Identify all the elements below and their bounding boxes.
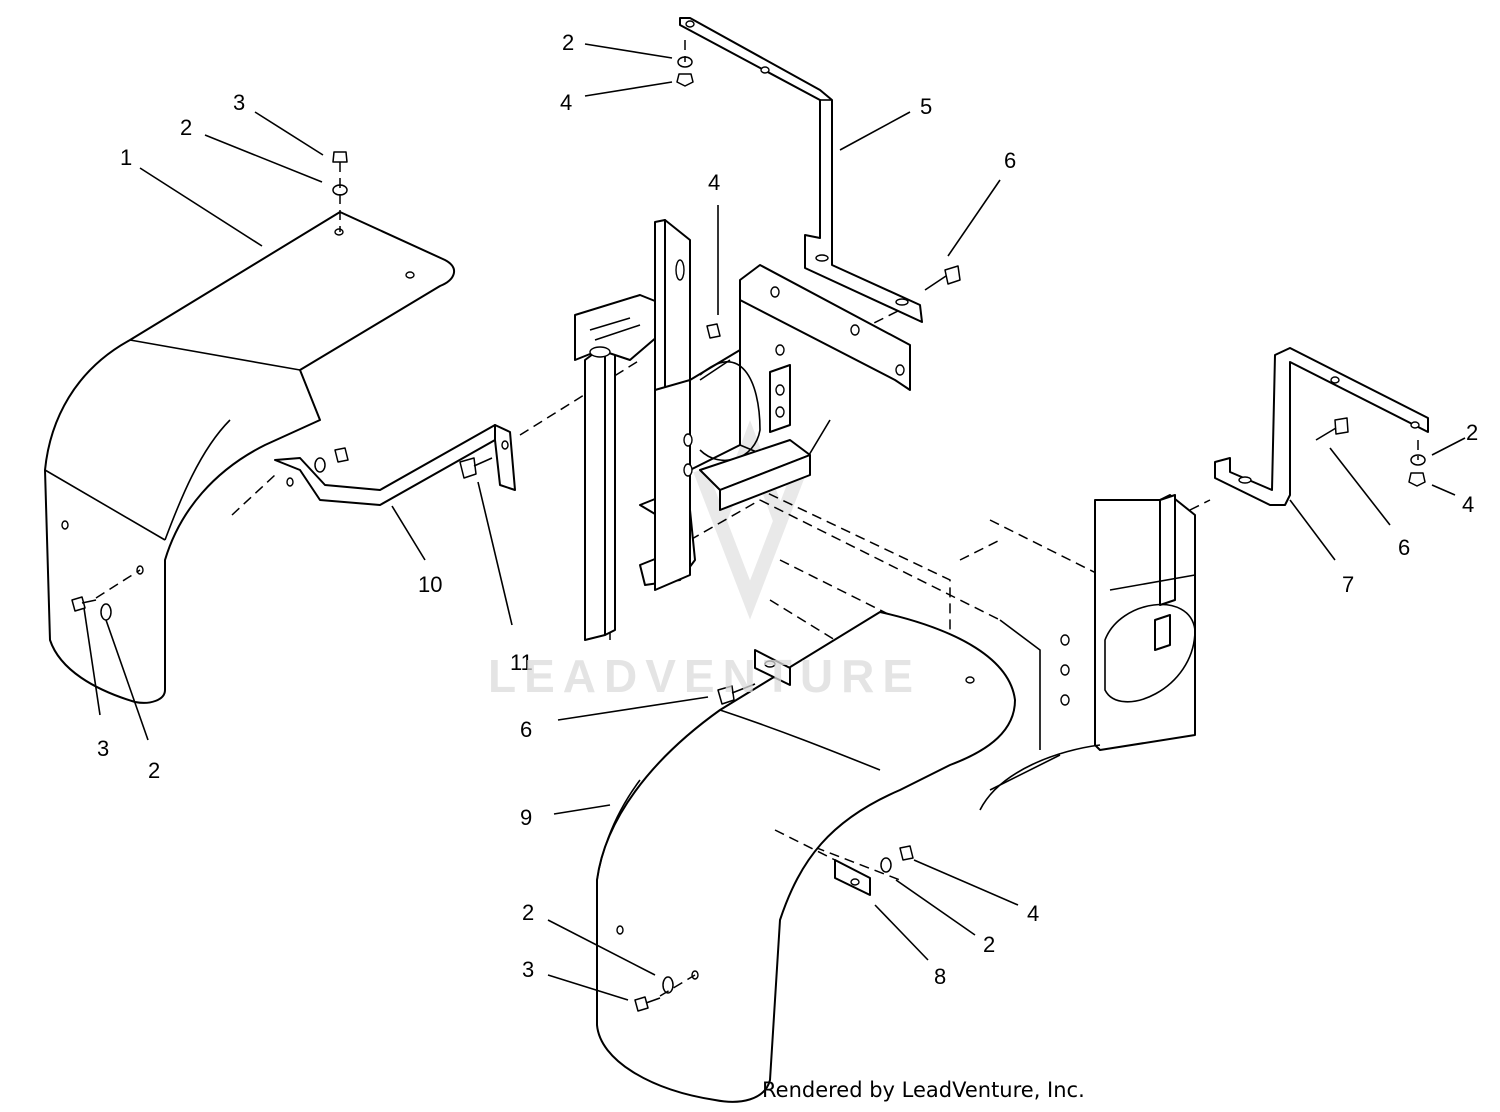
left-fender [44, 211, 455, 704]
callout-3-left-top: 3 [233, 90, 245, 115]
right-fender [596, 611, 1016, 1103]
left-lower-bracket [274, 424, 516, 506]
right-bracket [1214, 347, 1429, 506]
frame-center-plate [654, 264, 911, 591]
callout-9: 9 [520, 805, 532, 830]
frame-left-rail [574, 219, 696, 641]
callout-1: 1 [120, 145, 132, 170]
callout-2-bottom: 2 [522, 900, 534, 925]
callout-6-top: 6 [1004, 148, 1016, 173]
callout-labels: 1 2 3 2 3 2 4 4 5 6 2 4 6 7 10 11 6 9 2 … [97, 30, 1478, 989]
assembly-center-lines [95, 40, 1419, 997]
frame-right-plate [979, 494, 1196, 811]
callout-2-left-top: 2 [180, 115, 192, 140]
callout-3-left-bottom: 3 [97, 736, 109, 761]
callout-2-top: 2 [562, 30, 574, 55]
callout-4-bottom: 4 [1027, 901, 1039, 926]
render-credit: Rendered by LeadVenture, Inc. [762, 1078, 1085, 1102]
callout-4-right: 4 [1462, 492, 1474, 517]
callout-6-mid: 6 [520, 717, 532, 742]
right-lower-strap [834, 859, 871, 896]
callout-11: 11 [510, 650, 533, 675]
callout-2-left-bottom: 2 [148, 758, 160, 783]
callout-8: 8 [934, 964, 946, 989]
callout-6-right: 6 [1398, 535, 1410, 560]
callout-3-bottom: 3 [522, 957, 534, 982]
callout-10: 10 [418, 572, 442, 597]
callout-4-top: 4 [560, 90, 572, 115]
callout-2-bottom-right: 2 [983, 932, 995, 957]
callout-7: 7 [1342, 572, 1354, 597]
hardware [71, 56, 1426, 1012]
callout-2-right: 2 [1466, 420, 1478, 445]
watermark-text: LEADVENTURE [488, 650, 921, 702]
callout-4-frame: 4 [708, 170, 720, 195]
callout-5: 5 [920, 94, 932, 119]
upper-bracket [679, 17, 923, 323]
leader-lines [83, 43, 1466, 1001]
right-fender-strap [754, 649, 791, 686]
